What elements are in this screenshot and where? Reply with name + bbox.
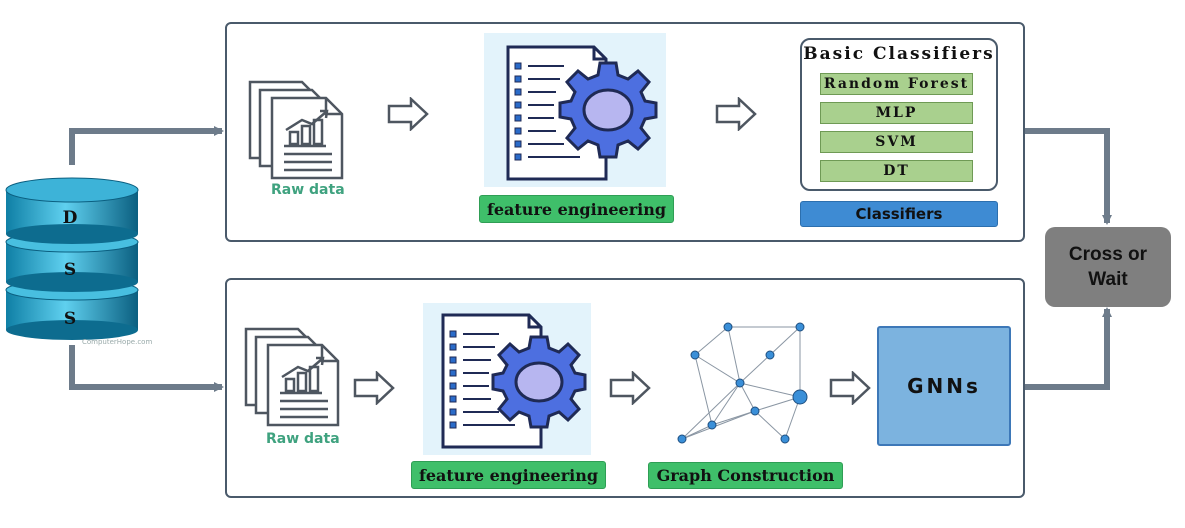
raw-data-document-icon bbox=[244, 327, 340, 427]
db-to-top-arrow bbox=[69, 126, 224, 165]
top-feature-engineering-label: feature engineering bbox=[479, 195, 674, 223]
db-letter-d: D bbox=[62, 208, 78, 228]
db-letter-s2: S bbox=[63, 309, 77, 329]
gnns-box: GNNs bbox=[877, 326, 1011, 446]
top-arrow-2-icon bbox=[715, 97, 757, 131]
graph-construction-label: Graph Construction bbox=[648, 462, 843, 489]
top-arrow-1-icon bbox=[387, 97, 429, 131]
bottom-arrow-2-icon bbox=[609, 371, 651, 405]
classifier-svm: SVM bbox=[820, 131, 973, 153]
db-to-bottom-arrow bbox=[69, 345, 224, 392]
db-letter-s1: S bbox=[63, 260, 77, 280]
bottom-raw-data-label: Raw data bbox=[266, 431, 340, 447]
classifier-mlp: MLP bbox=[820, 102, 973, 124]
bottom-to-output-arrow bbox=[1025, 307, 1112, 390]
output-line-2: Wait bbox=[1088, 269, 1128, 290]
bottom-feature-engineering-label: feature engineering bbox=[411, 461, 606, 489]
raw-data-document-icon bbox=[248, 80, 344, 180]
top-to-output-arrow bbox=[1025, 128, 1112, 225]
basic-classifiers-box: Basic Classifiers Random Forest MLP SVM … bbox=[800, 38, 998, 191]
bottom-arrow-1-icon bbox=[353, 371, 395, 405]
classifier-random-forest: Random Forest bbox=[820, 73, 973, 95]
basic-classifiers-title: Basic Classifiers bbox=[803, 44, 995, 64]
top-raw-data-label: Raw data bbox=[271, 182, 345, 198]
feature-engineering-gear-icon bbox=[484, 33, 666, 187]
database-icon bbox=[5, 177, 139, 340]
bottom-arrow-3-icon bbox=[829, 371, 871, 405]
cross-or-wait-box: Cross or Wait bbox=[1045, 227, 1171, 307]
classifiers-label: Classifiers bbox=[800, 201, 998, 227]
graph-network-icon bbox=[677, 322, 808, 444]
classifier-dt: DT bbox=[820, 160, 973, 182]
output-line-1: Cross or bbox=[1068, 244, 1148, 265]
db-watermark: ComputerHope.com bbox=[82, 338, 153, 346]
feature-engineering-gear-icon bbox=[423, 303, 591, 455]
